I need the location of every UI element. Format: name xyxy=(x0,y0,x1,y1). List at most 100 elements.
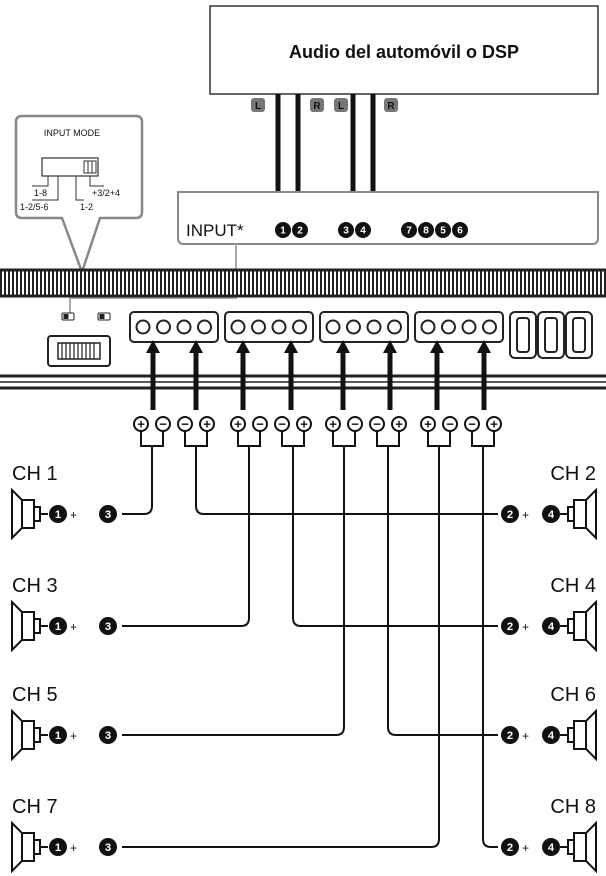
fuse-blocks xyxy=(509,311,593,359)
svg-text:+: + xyxy=(395,417,403,432)
speaker-channels: CH 11+3CH 22+4CH 31+3CH 42+4CH 51+3CH 62… xyxy=(11,463,597,874)
svg-text:3: 3 xyxy=(105,730,111,742)
channel-number: 4 xyxy=(542,726,560,744)
svg-text:−: − xyxy=(278,417,286,432)
channel-label: CH 3 xyxy=(12,575,58,597)
svg-text:4: 4 xyxy=(548,509,555,521)
svg-text:−: − xyxy=(373,417,381,432)
speaker-terminal-blocks xyxy=(129,311,504,343)
svg-text:1: 1 xyxy=(55,509,61,521)
svg-text:−: − xyxy=(159,417,167,432)
channel-number: 4 xyxy=(542,505,560,523)
channel-number: 1 xyxy=(49,505,67,523)
plus-mark: + xyxy=(70,841,77,855)
input-number: 1 xyxy=(275,222,291,238)
svg-text:4: 4 xyxy=(548,730,555,742)
output-arrow xyxy=(477,340,491,410)
terminal-symbol: + xyxy=(420,416,436,432)
svg-text:L: L xyxy=(338,101,344,112)
svg-text:3: 3 xyxy=(105,509,111,521)
plus-mark: + xyxy=(522,620,529,634)
terminal-block xyxy=(414,311,504,343)
terminal-symbol: + xyxy=(325,416,341,432)
terminal-block xyxy=(319,311,409,343)
terminal-symbol: − xyxy=(442,416,458,432)
svg-text:3: 3 xyxy=(105,842,111,854)
svg-text:1: 1 xyxy=(280,225,286,236)
svg-text:5: 5 xyxy=(440,225,446,236)
input-mode-callout xyxy=(14,114,144,276)
amplifier-body xyxy=(0,268,606,390)
speaker-icon xyxy=(11,708,48,762)
svg-text:R: R xyxy=(387,101,395,112)
channel-label: CH 1 xyxy=(12,463,58,485)
channel-number: 3 xyxy=(99,838,117,856)
speaker-icon xyxy=(560,599,597,653)
svg-text:+: + xyxy=(424,417,432,432)
input-mode-leaders xyxy=(32,176,104,201)
channel-label: CH 7 xyxy=(12,796,58,818)
channel-number: 2 xyxy=(501,617,519,635)
channel-label: CH 5 xyxy=(12,684,58,706)
svg-text:+: + xyxy=(234,417,242,432)
terminal-symbol: − xyxy=(252,416,268,432)
channel-number: 2 xyxy=(501,505,519,523)
plus-mark: + xyxy=(522,841,529,855)
channel-number: 1 xyxy=(49,838,67,856)
svg-text:4: 4 xyxy=(548,842,555,854)
svg-text:−: − xyxy=(446,417,454,432)
svg-text:+: + xyxy=(490,417,498,432)
input-number: 6 xyxy=(452,222,468,238)
speaker-icon xyxy=(560,487,597,541)
svg-text:R: R xyxy=(313,101,321,112)
channel-number: 3 xyxy=(99,505,117,523)
plus-mark: + xyxy=(70,508,77,522)
panel-switches xyxy=(61,312,111,321)
input-number: 7 xyxy=(401,222,417,238)
channel-label: CH 6 xyxy=(550,684,596,706)
source-channel-badges: L R L R xyxy=(251,98,398,112)
svg-text:8: 8 xyxy=(423,225,429,236)
svg-text:4: 4 xyxy=(548,621,555,633)
svg-text:1: 1 xyxy=(55,730,61,742)
speaker-icon xyxy=(11,487,48,541)
plus-mark: + xyxy=(522,508,529,522)
channel-number: 3 xyxy=(99,617,117,635)
svg-text:7: 7 xyxy=(406,225,412,236)
svg-text:−: − xyxy=(181,417,189,432)
output-arrow xyxy=(236,340,250,410)
input-number: 2 xyxy=(292,222,308,238)
input-number: 8 xyxy=(418,222,434,238)
channel-number: 2 xyxy=(501,838,519,856)
input-mode-option: 1-2/5-6 xyxy=(20,202,49,212)
input-mode-option: 1-2 xyxy=(80,202,93,212)
terminal-symbols: +−−++−−++−−++−−+ xyxy=(133,416,502,432)
output-arrow xyxy=(430,340,444,410)
speaker-wires xyxy=(122,431,498,848)
channel-label: CH 8 xyxy=(550,796,596,818)
svg-text:+: + xyxy=(137,417,145,432)
terminal-symbol: − xyxy=(464,416,480,432)
speaker-icon xyxy=(11,820,48,874)
svg-text:2: 2 xyxy=(507,842,513,854)
input-number: 5 xyxy=(435,222,451,238)
svg-text:−: − xyxy=(351,417,359,432)
head-unit-title: Audio del automóvil o DSP xyxy=(289,42,519,62)
terminal-symbol: − xyxy=(369,416,385,432)
channel-number: 1 xyxy=(49,617,67,635)
svg-text:3: 3 xyxy=(343,225,349,236)
svg-text:−: − xyxy=(256,417,264,432)
input-number: 4 xyxy=(355,222,371,238)
terminal-symbol: + xyxy=(199,416,215,432)
input-number: 3 xyxy=(338,222,354,238)
plus-mark: + xyxy=(70,729,77,743)
output-arrows xyxy=(146,340,491,410)
terminal-block xyxy=(224,311,314,343)
channel-label: CH 2 xyxy=(550,463,596,485)
channel-number: 4 xyxy=(542,838,560,856)
channel-number: 1 xyxy=(49,726,67,744)
svg-text:2: 2 xyxy=(507,730,513,742)
terminal-symbol: − xyxy=(347,416,363,432)
